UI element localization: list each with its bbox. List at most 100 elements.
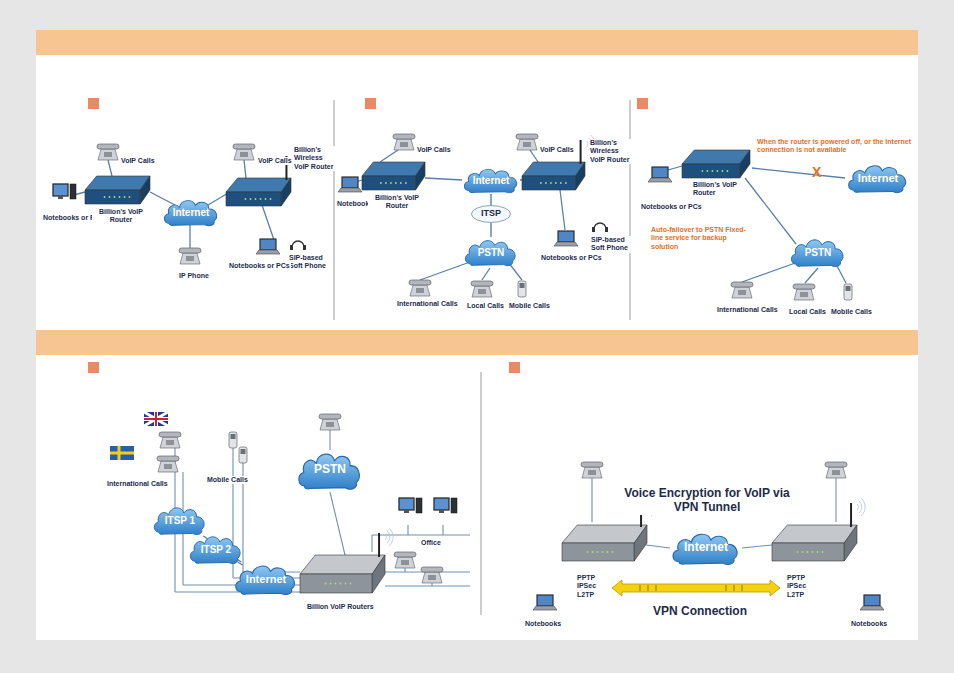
router-led	[702, 170, 704, 172]
flag-cross	[144, 412, 168, 426]
phone-handset	[233, 144, 255, 149]
laptop-icon	[256, 239, 280, 254]
device-label: Billion's Wireless VoIP Router	[589, 139, 633, 164]
laptop-icon	[338, 177, 362, 192]
router-led	[812, 551, 814, 553]
device-label: International Calls	[106, 480, 169, 488]
heading-text: VPN Connection	[652, 604, 748, 618]
wire	[244, 160, 246, 178]
provider-oval: ITSP	[471, 205, 511, 223]
mobile-body	[518, 281, 526, 297]
router-led	[255, 198, 257, 200]
cloud-shape	[464, 169, 516, 192]
mobile-screen	[520, 283, 525, 288]
laptop-screen	[864, 595, 880, 606]
heading-text: Voice Encryption for VoIP via VPN Tunnel	[618, 486, 796, 515]
device-label: International Calls	[396, 300, 459, 308]
laptop-icon	[533, 595, 557, 610]
phone-handset	[825, 462, 847, 467]
mobile-screen	[846, 286, 851, 291]
router-led	[345, 583, 347, 585]
phone-handset	[421, 567, 443, 572]
phone-base	[410, 285, 430, 296]
phone-icon	[825, 462, 847, 478]
phone-keypad	[401, 560, 409, 565]
device-label: Notebooks or PCs	[228, 262, 291, 270]
pc-tower	[416, 498, 422, 513]
router-side	[740, 150, 750, 178]
router-top	[362, 162, 425, 176]
device-label: IP Phone	[178, 272, 210, 280]
router-led	[722, 170, 724, 172]
wire	[734, 585, 735, 591]
wire	[646, 545, 670, 548]
phone-icon	[393, 134, 415, 150]
wire	[334, 100, 335, 320]
router-front	[300, 574, 372, 593]
phone-icon	[157, 456, 179, 472]
router-led	[802, 551, 804, 553]
section-marker	[637, 98, 648, 109]
section-marker	[88, 98, 99, 109]
cloud-shape	[299, 454, 359, 489]
note-text: Auto-failover to PSTN Fixed-line service…	[650, 226, 752, 251]
router-led	[550, 182, 552, 184]
network-cloud: PSTN	[463, 237, 519, 267]
laptop-screen	[342, 177, 358, 188]
router-led	[340, 583, 342, 585]
phone-keypad	[800, 292, 808, 297]
phone-base	[395, 557, 415, 568]
router-led	[119, 196, 121, 198]
router-led	[712, 170, 714, 172]
wifi-arc	[389, 528, 393, 546]
wire	[372, 534, 470, 535]
wire	[742, 585, 743, 591]
router-icon	[85, 176, 150, 204]
router-front	[772, 543, 844, 561]
router-led	[727, 170, 729, 172]
wire	[407, 525, 408, 535]
router-led	[555, 182, 557, 184]
wire	[640, 585, 641, 591]
network-cloud: Internet	[162, 197, 221, 227]
laptop-base	[533, 606, 557, 610]
laptop-screen	[652, 167, 668, 178]
device-label: Local Calls	[788, 308, 827, 316]
laptop-icon	[554, 231, 578, 246]
pc-monitor	[399, 498, 414, 510]
laptop-base	[256, 250, 280, 254]
laptop-base	[338, 188, 362, 192]
router-led	[385, 182, 387, 184]
wire	[108, 160, 112, 176]
phone-base	[582, 467, 602, 478]
cloud-shape	[164, 201, 216, 226]
mobile-screen	[231, 434, 236, 439]
phone-keypad	[478, 289, 486, 294]
router-led	[807, 551, 809, 553]
wire	[560, 190, 565, 230]
router-led	[822, 551, 824, 553]
laptop-base	[860, 606, 884, 610]
router-top	[682, 150, 750, 164]
router-led	[587, 551, 589, 553]
phone-keypad	[416, 288, 424, 293]
phone-icon	[516, 134, 538, 150]
cloud-label: PSTN	[478, 247, 505, 258]
wire	[742, 545, 772, 548]
phone-icon	[793, 284, 815, 300]
cloud-shape	[849, 166, 906, 193]
phone-base	[826, 467, 846, 478]
network-cloud: PSTN	[789, 236, 847, 268]
device-label: Office	[420, 539, 442, 547]
router-led	[270, 198, 272, 200]
router-led	[325, 583, 327, 585]
network-cloud: ITSP 1	[152, 504, 208, 536]
wire	[752, 168, 845, 178]
phone-handset	[409, 280, 431, 285]
router-side	[634, 525, 647, 561]
phone-icon	[233, 144, 255, 160]
router-top	[522, 162, 585, 176]
wifi-arc	[857, 504, 858, 510]
router-top	[772, 525, 857, 543]
